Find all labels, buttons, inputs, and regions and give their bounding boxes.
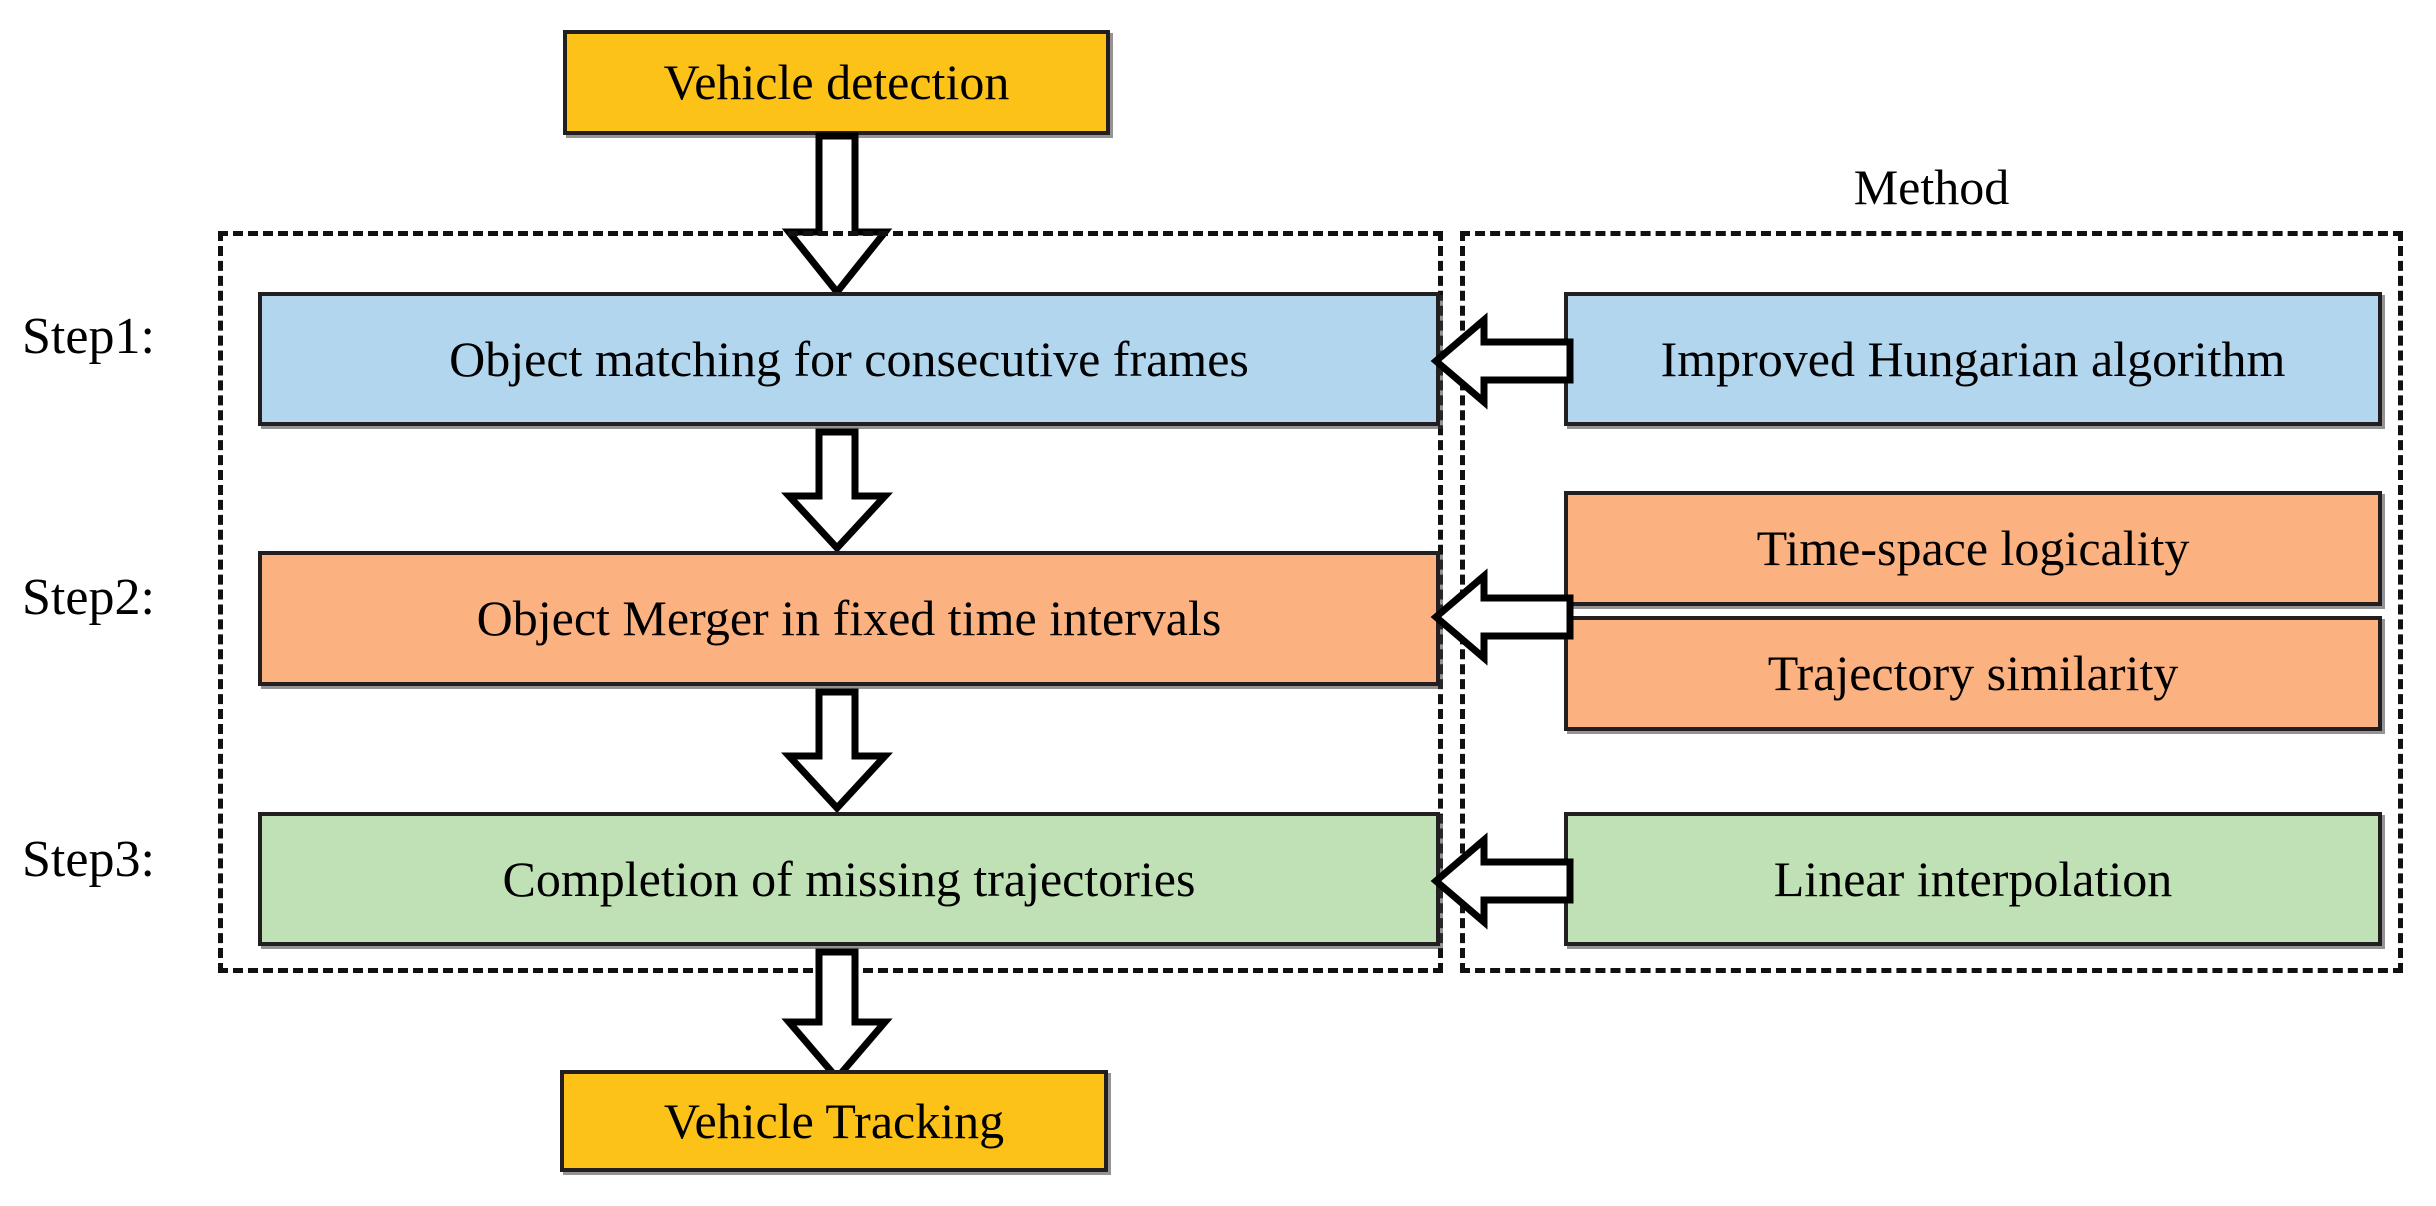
step2-label: Step2: (22, 569, 155, 626)
node-step1-object-matching[interactable]: Object matching for consecutive frames (258, 292, 1440, 426)
node-vehicle-tracking[interactable]: Vehicle Tracking (560, 1070, 1108, 1172)
arrow-step3-to-output (781, 948, 893, 1084)
arrow-step1-to-step2 (781, 428, 893, 554)
node-method-improved-hungarian[interactable]: Improved Hungarian algorithm (1564, 292, 2382, 426)
node-method-trajectory-similarity[interactable]: Trajectory similarity (1564, 616, 2382, 731)
step1-label: Step1: (22, 308, 155, 365)
node-step2-object-merger[interactable]: Object Merger in fixed time intervals (258, 551, 1440, 686)
step3-label: Step3: (22, 831, 155, 888)
node-step3-completion[interactable]: Completion of missing trajectories (258, 812, 1440, 946)
arrow-method-interpolation-to-step3 (1430, 832, 1574, 930)
node-method-time-space-logicality[interactable]: Time-space logicality (1564, 491, 2382, 606)
arrow-method-hungarian-to-step1 (1430, 312, 1574, 410)
arrow-step2-to-step3 (781, 688, 893, 814)
arrow-method-step2-to-step2 (1430, 568, 1574, 666)
method-header-label: Method (1853, 159, 2010, 215)
node-method-linear-interpolation[interactable]: Linear interpolation (1564, 812, 2382, 946)
node-vehicle-detection[interactable]: Vehicle detection (563, 30, 1110, 135)
